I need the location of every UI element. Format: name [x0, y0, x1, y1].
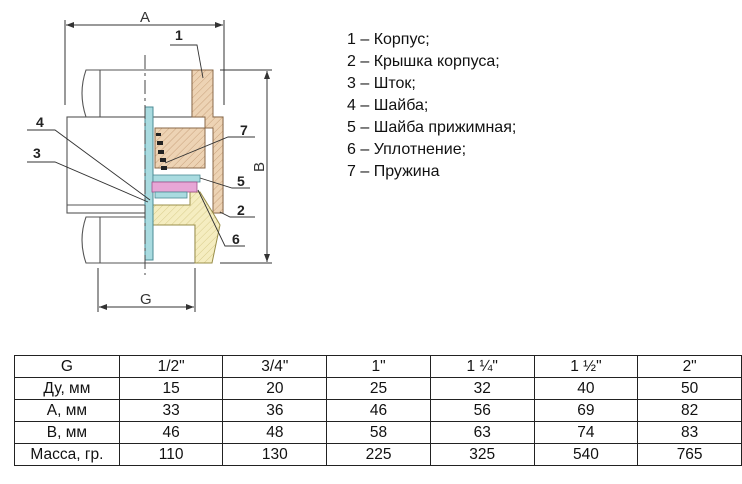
table-cell: 58 — [326, 421, 431, 444]
table-cell: 1" — [326, 355, 431, 378]
table-cell: 1 ½" — [533, 355, 639, 378]
legend-item: 4 – Шайба; — [347, 97, 429, 114]
row-label: В, мм — [14, 421, 120, 444]
table-cell: 32 — [429, 377, 535, 400]
table-cell: 25 — [326, 377, 431, 400]
part-5-pressure-washer — [152, 174, 201, 183]
table-cell: 50 — [637, 377, 742, 400]
legend-item: 1 – Корпус; — [347, 31, 430, 48]
table-cell: 20 — [222, 377, 328, 400]
table-cell: 40 — [533, 377, 639, 400]
table-cell: 3/4" — [222, 355, 328, 378]
table-cell: 130 — [222, 443, 328, 466]
legend-item: 6 – Уплотнение; — [347, 141, 467, 158]
dimension-b-label: B — [251, 162, 268, 172]
stem-disc — [154, 191, 188, 199]
callout-3: 3 — [33, 145, 41, 161]
dimension-g-label: G — [140, 291, 152, 308]
table-cell: 765 — [637, 443, 742, 466]
table-cell: 540 — [533, 443, 639, 466]
table-cell: 325 — [429, 443, 535, 466]
part-2-cap — [152, 191, 221, 264]
table-cell: 36 — [222, 399, 328, 422]
legend-item: 5 – Шайба прижимная; — [347, 119, 517, 136]
table-cell: 1/2" — [118, 355, 224, 378]
upper-nut — [81, 69, 193, 118]
lower-nut — [81, 216, 196, 264]
table-cell: 225 — [326, 443, 431, 466]
legend-item: 3 – Шток; — [347, 75, 416, 92]
table-cell: 56 — [429, 399, 535, 422]
row-label: Масса, гр. — [14, 443, 120, 466]
row-label: Ду, мм — [14, 377, 120, 400]
part-7-spring — [156, 133, 167, 170]
table-cell: 82 — [637, 399, 742, 422]
callout-7: 7 — [240, 122, 248, 138]
parts-legend: 1 – Корпус; 2 – Крышка корпуса; 3 – Шток… — [347, 29, 516, 183]
table-cell: 63 — [429, 421, 535, 444]
table-cell: 15 — [118, 377, 224, 400]
table-cell: 46 — [118, 421, 224, 444]
table-cell: 110 — [118, 443, 224, 466]
callout-6: 6 — [232, 231, 240, 247]
callout-4: 4 — [36, 114, 44, 130]
table-cell: 69 — [533, 399, 639, 422]
callout-5: 5 — [237, 173, 245, 189]
table-cell: 83 — [637, 421, 742, 444]
row-label: G — [14, 355, 120, 378]
table-cell: 1 ¼" — [429, 355, 535, 378]
row-label: А, мм — [14, 399, 120, 422]
dimension-a-label: A — [140, 9, 150, 26]
legend-item: 7 – Пружина — [347, 163, 440, 180]
callout-1: 1 — [175, 27, 183, 43]
table-cell: 33 — [118, 399, 224, 422]
part-4-washer — [151, 181, 198, 193]
table-cell: 46 — [326, 399, 431, 422]
legend-item: 2 – Крышка корпуса; — [347, 53, 500, 70]
table-cell: 48 — [222, 421, 328, 444]
valve-section-drawing: A B G 1 2 3 4 5 6 7 — [27, 9, 272, 312]
part-1-body — [154, 69, 224, 214]
table-cell: 74 — [533, 421, 639, 444]
callout-2: 2 — [237, 202, 245, 218]
table-cell: 2" — [637, 355, 742, 378]
